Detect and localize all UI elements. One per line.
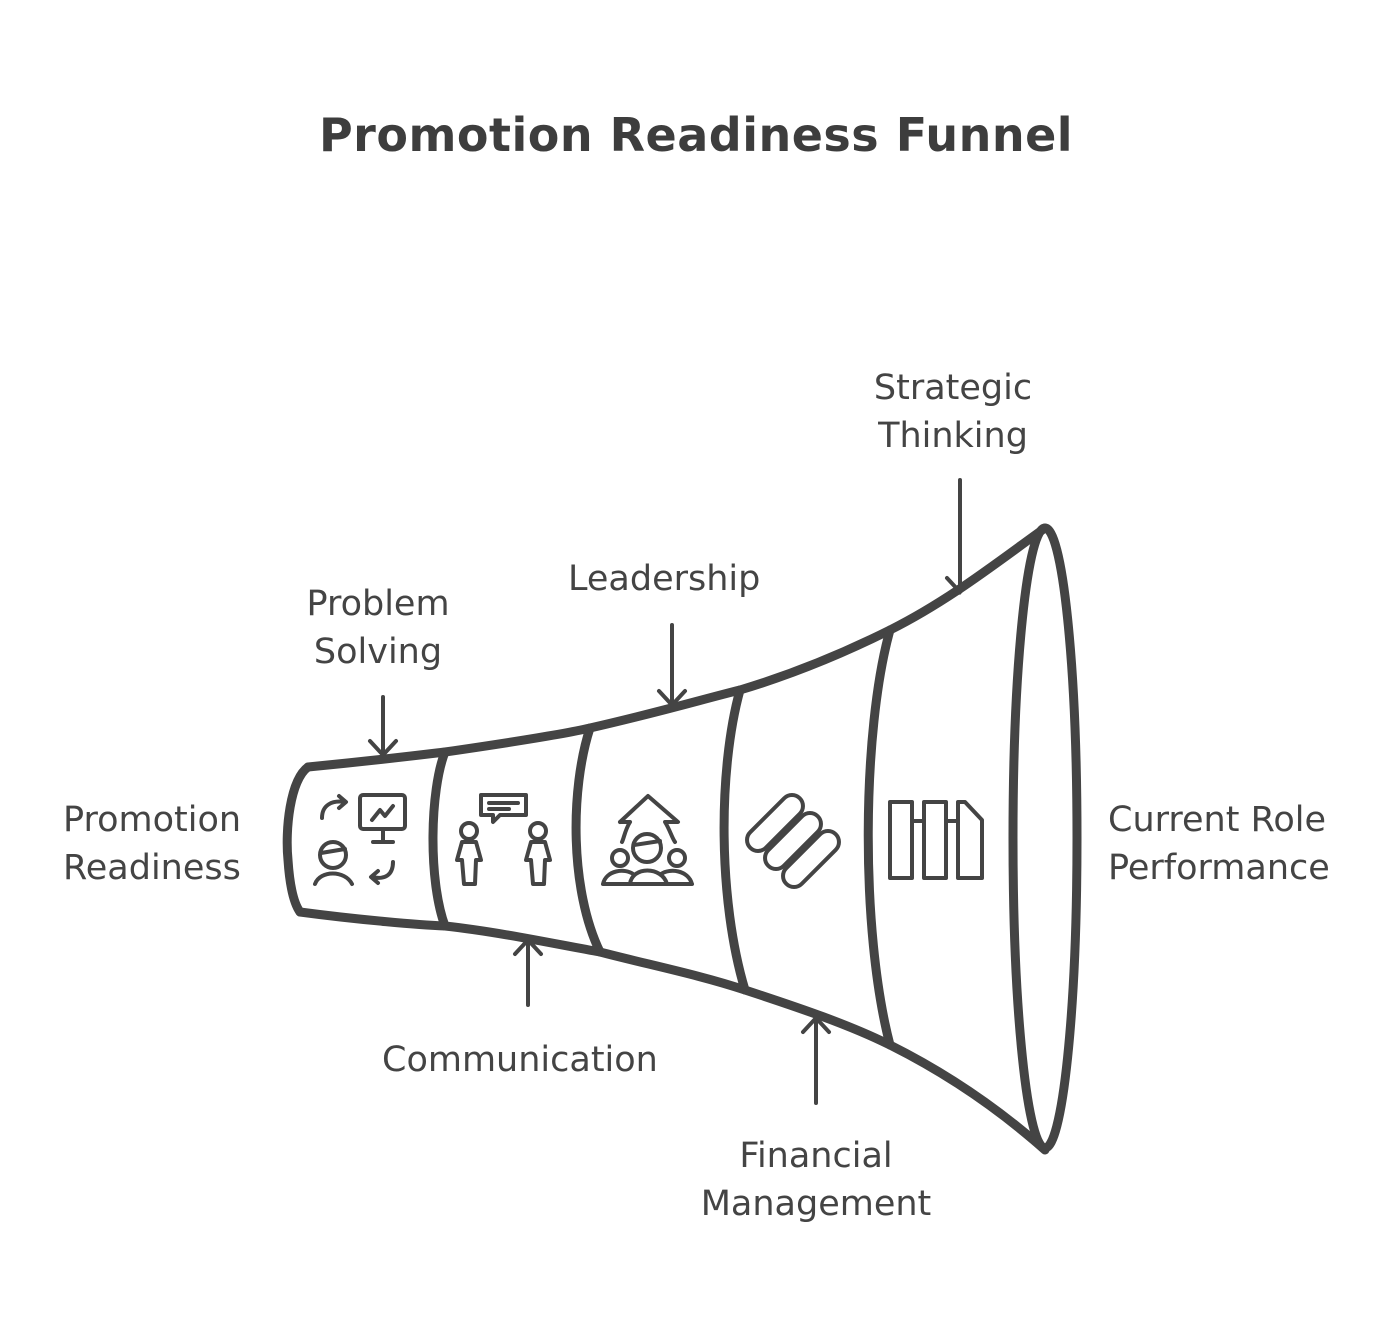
label-current-role-performance: Current Role Performance	[1108, 796, 1330, 892]
diagram-title: Promotion Readiness Funnel	[318, 108, 1074, 162]
financial-icon	[745, 793, 841, 889]
label-line: Promotion	[63, 800, 242, 840]
label-problem-solving: Problem Solving	[294, 580, 462, 676]
arrow-strategic	[945, 478, 975, 595]
label-line: Performance	[1108, 848, 1330, 888]
label-line: Current Role	[1108, 800, 1326, 840]
strategy-icon	[888, 800, 984, 880]
label-line: Solving	[313, 632, 443, 672]
label-strategic-thinking: Strategic Thinking	[856, 364, 1050, 460]
label-communication: Communication	[382, 1040, 658, 1080]
arrow-financial	[801, 1015, 831, 1105]
leadership-icon	[601, 794, 694, 886]
label-line: Readiness	[63, 848, 241, 888]
label-line: Financial	[739, 1136, 893, 1176]
label-line: Strategic	[873, 368, 1033, 408]
label-financial-management: Financial Management	[680, 1132, 952, 1228]
communication-icon	[455, 793, 552, 886]
label-promotion-readiness: Promotion Readiness	[63, 796, 241, 892]
label-line: Thinking	[878, 416, 1028, 456]
label-leadership: Leadership	[568, 559, 761, 599]
label-line: Problem	[306, 584, 450, 624]
label-line: Management	[700, 1184, 932, 1224]
arrow-communication	[513, 937, 543, 1007]
problem-solving-icon	[313, 793, 407, 886]
arrow-leadership	[657, 623, 687, 708]
arrow-problem-solving	[368, 695, 398, 758]
